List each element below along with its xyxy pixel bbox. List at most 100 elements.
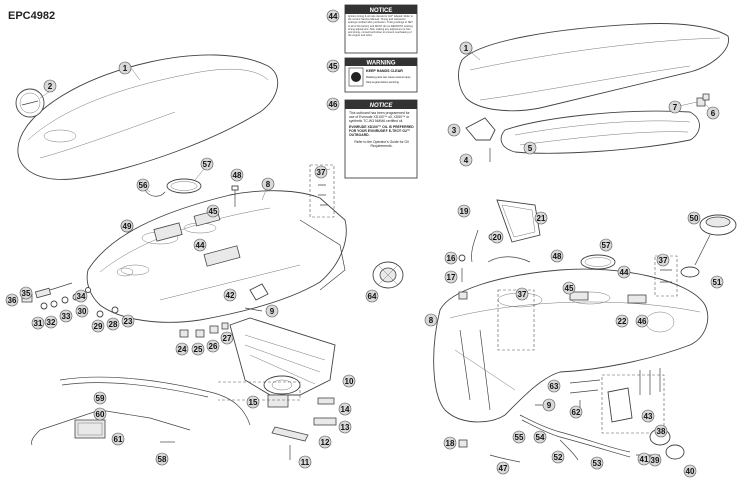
callout-45-b7: 45 bbox=[562, 281, 576, 295]
screw-9-left bbox=[244, 307, 263, 312]
callout-bubble bbox=[533, 430, 547, 444]
callout-number: 30 bbox=[78, 307, 87, 316]
callout-17: 17 bbox=[444, 270, 458, 284]
callout-number: 36 bbox=[8, 296, 17, 305]
callout-bubble bbox=[298, 455, 312, 469]
latch-3 bbox=[465, 117, 496, 141]
callout-bubble bbox=[424, 313, 438, 327]
callout-28: 28 bbox=[106, 317, 120, 331]
callout-31: 31 bbox=[31, 316, 45, 330]
callout-35: 35 bbox=[19, 286, 33, 300]
callout-37: 37 bbox=[314, 165, 328, 179]
part-6 bbox=[702, 93, 710, 101]
callout-number: 39 bbox=[651, 456, 660, 465]
callout-bubble bbox=[74, 289, 88, 303]
callout-bubble bbox=[230, 168, 244, 182]
callout-number: 25 bbox=[194, 345, 203, 354]
callout-number: 7 bbox=[673, 103, 678, 112]
decal-46-header: NOTICE bbox=[370, 103, 394, 109]
latch-spring bbox=[144, 189, 166, 197]
part43-frame bbox=[601, 374, 665, 434]
top-cowl-right bbox=[458, 23, 729, 112]
callout-number: 48 bbox=[233, 171, 242, 180]
callout-bubble bbox=[457, 204, 471, 218]
callout-44-b6: 44 bbox=[617, 265, 631, 279]
callout-number: 63 bbox=[550, 382, 559, 391]
callout-38: 38 bbox=[654, 424, 668, 438]
callout-bubble bbox=[118, 61, 132, 75]
callout-bubble bbox=[220, 331, 234, 345]
callout-bubble bbox=[512, 430, 526, 444]
callout-number: 31 bbox=[34, 319, 43, 328]
decal-45: WARNING KEEP HANDS CLEAR Rotating parts … bbox=[344, 57, 418, 93]
callout-1-c2: 1 bbox=[459, 41, 473, 55]
callout-bubble bbox=[668, 100, 682, 114]
harness-assembly bbox=[31, 376, 251, 446]
callout-bubble bbox=[155, 452, 169, 466]
callout-number: 51 bbox=[713, 278, 722, 287]
callout-number: 3 bbox=[452, 126, 457, 135]
callout-44-c1: 44 bbox=[193, 238, 207, 252]
callout-bubble bbox=[562, 281, 576, 295]
callout-26: 26 bbox=[206, 339, 220, 353]
callout-49-b10: 49 bbox=[120, 219, 134, 233]
callout-45-c0: 45 bbox=[206, 204, 220, 218]
callout-bubble bbox=[365, 289, 379, 303]
callout-bubble bbox=[326, 97, 340, 111]
hose-clip bbox=[487, 256, 531, 263]
oil-filler-cap bbox=[680, 214, 737, 278]
callout-bubble bbox=[683, 464, 697, 478]
callout-61: 61 bbox=[111, 432, 125, 446]
callout-34: 34 bbox=[74, 289, 88, 303]
decal-44: NOTICE Ignition timing & oil ratio decal… bbox=[344, 4, 418, 54]
screw-48-left bbox=[231, 185, 239, 207]
callout-9: 9 bbox=[265, 304, 279, 318]
callout-bubble bbox=[641, 409, 655, 423]
callout-52: 52 bbox=[551, 450, 565, 464]
callout-number: 53 bbox=[593, 459, 602, 468]
callout-number: 21 bbox=[537, 214, 546, 223]
callout-bubble bbox=[31, 316, 45, 330]
callout-number: 46 bbox=[329, 100, 338, 109]
callout-32: 32 bbox=[44, 315, 58, 329]
grommets-lower-left bbox=[179, 322, 229, 338]
callout-3: 3 bbox=[447, 123, 461, 137]
callout-10: 10 bbox=[342, 374, 356, 388]
callout-bubble bbox=[246, 395, 260, 409]
callout-number: 45 bbox=[209, 207, 218, 216]
bracket-42 bbox=[249, 283, 269, 301]
callout-number: 56 bbox=[139, 181, 148, 190]
seal-ring-right bbox=[580, 254, 616, 270]
callout-number: 49 bbox=[123, 222, 132, 231]
callout-number: 47 bbox=[499, 464, 508, 473]
callout-56: 56 bbox=[136, 178, 150, 192]
callout-bubble bbox=[590, 456, 604, 470]
callout-bubble bbox=[120, 219, 134, 233]
callout-21: 21 bbox=[534, 211, 548, 225]
callout-number: 15 bbox=[249, 398, 258, 407]
callout-22: 22 bbox=[615, 314, 629, 328]
decal-45-header: WARNING bbox=[367, 61, 396, 67]
callout-bubble bbox=[206, 339, 220, 353]
callout-11: 11 bbox=[298, 455, 312, 469]
air-silencer bbox=[229, 317, 337, 460]
callout-5: 5 bbox=[523, 141, 537, 155]
callout-number: 37 bbox=[518, 290, 527, 299]
callout-number: 62 bbox=[572, 408, 581, 417]
callout-bubble bbox=[706, 106, 720, 120]
callout-number: 9 bbox=[270, 307, 275, 316]
cowl-liner-5 bbox=[500, 110, 700, 154]
callout-7: 7 bbox=[668, 100, 682, 114]
callout-bubble bbox=[550, 249, 564, 263]
callout-8: 8 bbox=[261, 177, 275, 191]
callout-39: 39 bbox=[648, 453, 662, 467]
callout-bubble bbox=[637, 452, 651, 466]
callout-48-b5: 48 bbox=[550, 249, 564, 263]
callout-number: 16 bbox=[447, 254, 456, 263]
callout-bubble bbox=[93, 407, 107, 421]
callout-number: 13 bbox=[341, 423, 350, 432]
callout-bubble bbox=[265, 304, 279, 318]
decal-45-line3: Stop engine before servicing bbox=[366, 80, 399, 84]
callout-15: 15 bbox=[246, 395, 260, 409]
callout-bubble bbox=[206, 204, 220, 218]
